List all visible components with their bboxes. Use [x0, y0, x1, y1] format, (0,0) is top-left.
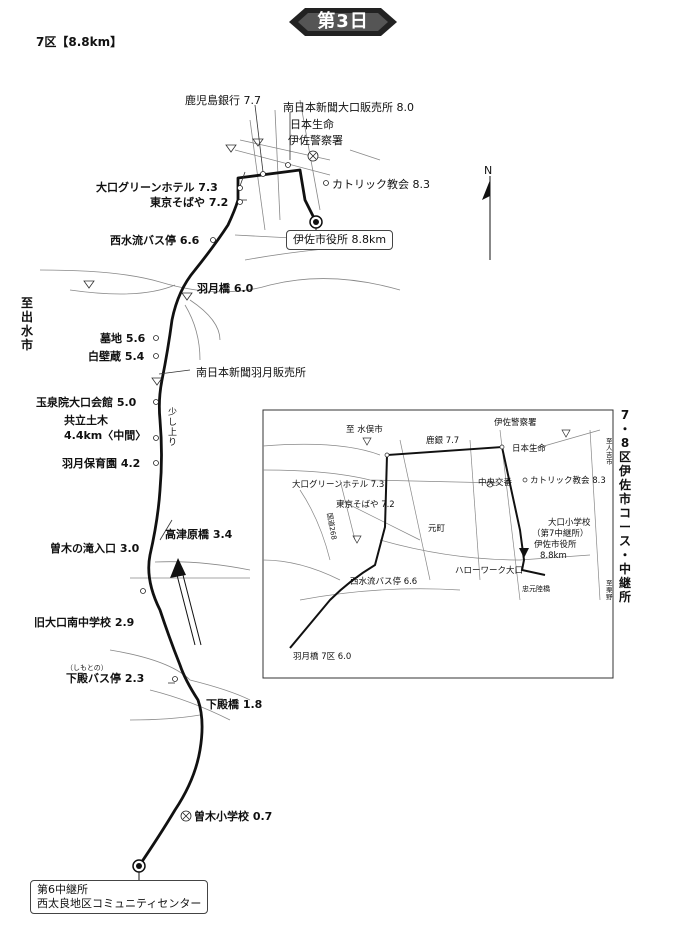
- poi-gyokusenin: 玉泉院大口会館 5.0: [36, 396, 137, 409]
- inset-city-hall-km: 8.8km: [540, 551, 567, 561]
- poi-minaminippon-okuchi: 南日本新聞大口販売所 8.0: [283, 101, 414, 114]
- start-relay-line2: 西太良地区コミュニティセンター: [37, 897, 202, 910]
- poi-shimotono-bus-stop: 下殿バス停 2.3: [66, 672, 145, 685]
- poi-shirakabegura: 白壁蔵 5.4: [88, 350, 145, 363]
- school-symbol-icon: [180, 810, 192, 822]
- day-title-text: 第3日: [317, 11, 369, 32]
- start-marker: [132, 859, 146, 880]
- inset-tokyo-soba: 東京そばや 7.2: [336, 500, 395, 510]
- inset-hellowork: ハローワーク大口: [455, 566, 524, 576]
- inset-to-hitoyoshi: 至人吉市: [606, 437, 613, 466]
- inset-to-izumi: 至 水俣市: [346, 425, 383, 435]
- poi-cemetery: 墓地 5.6: [100, 332, 146, 345]
- inset-relay: （第7中継所）: [532, 529, 589, 539]
- poi-hatsuki-nursery: 羽月保育園 4.2: [62, 457, 141, 470]
- inset-hotel: 大口グリーンホテル 7.3: [292, 480, 385, 490]
- finish-label: 伊佐市役所 8.8km: [293, 233, 387, 246]
- poi-okuchi-green-hotel: 大口グリーンホテル 7.3: [96, 181, 218, 194]
- finish-box: 伊佐市役所 8.8km: [286, 230, 394, 250]
- poi-former-okuchi-minami-jhs: 旧大口南中学校 2.9: [34, 616, 135, 629]
- inset-chuo-koban: 中央交番: [478, 478, 513, 488]
- inset-nishizuru: 西水流バス停 6.6: [350, 577, 418, 587]
- poi-kyoritsu-doboku: 共立土木: [64, 414, 108, 427]
- inset-hatsuki-bridge: 羽月橋 7区 6.0: [293, 652, 352, 662]
- poi-kyoritsu-doboku-km: 4.4km〈中間〉: [64, 429, 147, 442]
- inset-nihon-seimei: 日本生命: [512, 444, 547, 454]
- inset-map: [262, 409, 614, 679]
- background-roads: [39, 99, 401, 721]
- poi-police-station: 伊佐警察署: [288, 134, 343, 147]
- police-symbol-icon: [307, 150, 319, 162]
- poi-hatsuki-bridge: 羽月橋 6.0: [197, 282, 254, 295]
- furigana-shimotono: （しもとの）: [66, 664, 108, 672]
- start-relay-line1: 第6中継所: [37, 883, 88, 896]
- poi-takatsubaru-bridge: 高津原橋 3.4: [165, 528, 233, 541]
- inset-city-hall: 伊佐市役所: [534, 540, 577, 550]
- poi-tokyo-sobaya: 東京そばや 7.2: [150, 196, 229, 209]
- day-title-badge: [289, 8, 397, 36]
- finish-marker: [309, 215, 323, 234]
- inset-catholic: カトリック教会 8.3: [530, 476, 606, 486]
- compass-label: N: [484, 164, 493, 177]
- poi-circles: [140, 162, 329, 682]
- north-arrow-icon: [482, 176, 491, 260]
- inset-route-line: [289, 445, 546, 649]
- section-label: 7区【8.8km】: [36, 35, 123, 49]
- direction-arrow: [170, 558, 202, 646]
- slope-note: 少し上り: [168, 408, 178, 448]
- poi-sogi-elementary: 曽木小学校 0.7: [194, 810, 273, 823]
- poi-sogi-falls-entrance: 曽木の滝入口 3.0: [50, 542, 140, 555]
- course-route-line: [137, 168, 318, 867]
- day-title: 第3日: [289, 8, 397, 36]
- to-izumi-label: 至出水市: [20, 296, 33, 352]
- poi-minaminippon-hatsuki: 南日本新聞羽月販売所: [196, 366, 306, 379]
- start-relay-box: 第6中継所 西太良地区コミュニティセンター: [30, 880, 209, 914]
- poi-shimotono-bridge: 下殿橋 1.8: [206, 698, 263, 711]
- inset-chugen-bridge: 忠元陸橋: [522, 585, 550, 593]
- poi-catholic-church: カトリック教会 8.3: [332, 178, 430, 191]
- poi-nihon-seimei: 日本生命: [290, 118, 334, 131]
- road-markers: [83, 138, 264, 386]
- inset-kagin: 鹿銀 7.7: [426, 436, 460, 446]
- poi-kagoshima-bank: 鹿児島銀行 7.7: [185, 94, 261, 107]
- inset-police: 伊佐警察署: [494, 418, 537, 428]
- leader-lines: [158, 104, 291, 684]
- inset-motomachi: 元町: [428, 524, 446, 534]
- inset-to-kurino: 至栗野: [606, 579, 613, 601]
- inset-school: 大口小学校: [548, 518, 591, 528]
- poi-nishizuru-bus-stop: 西水流バス停 6.6: [110, 234, 200, 247]
